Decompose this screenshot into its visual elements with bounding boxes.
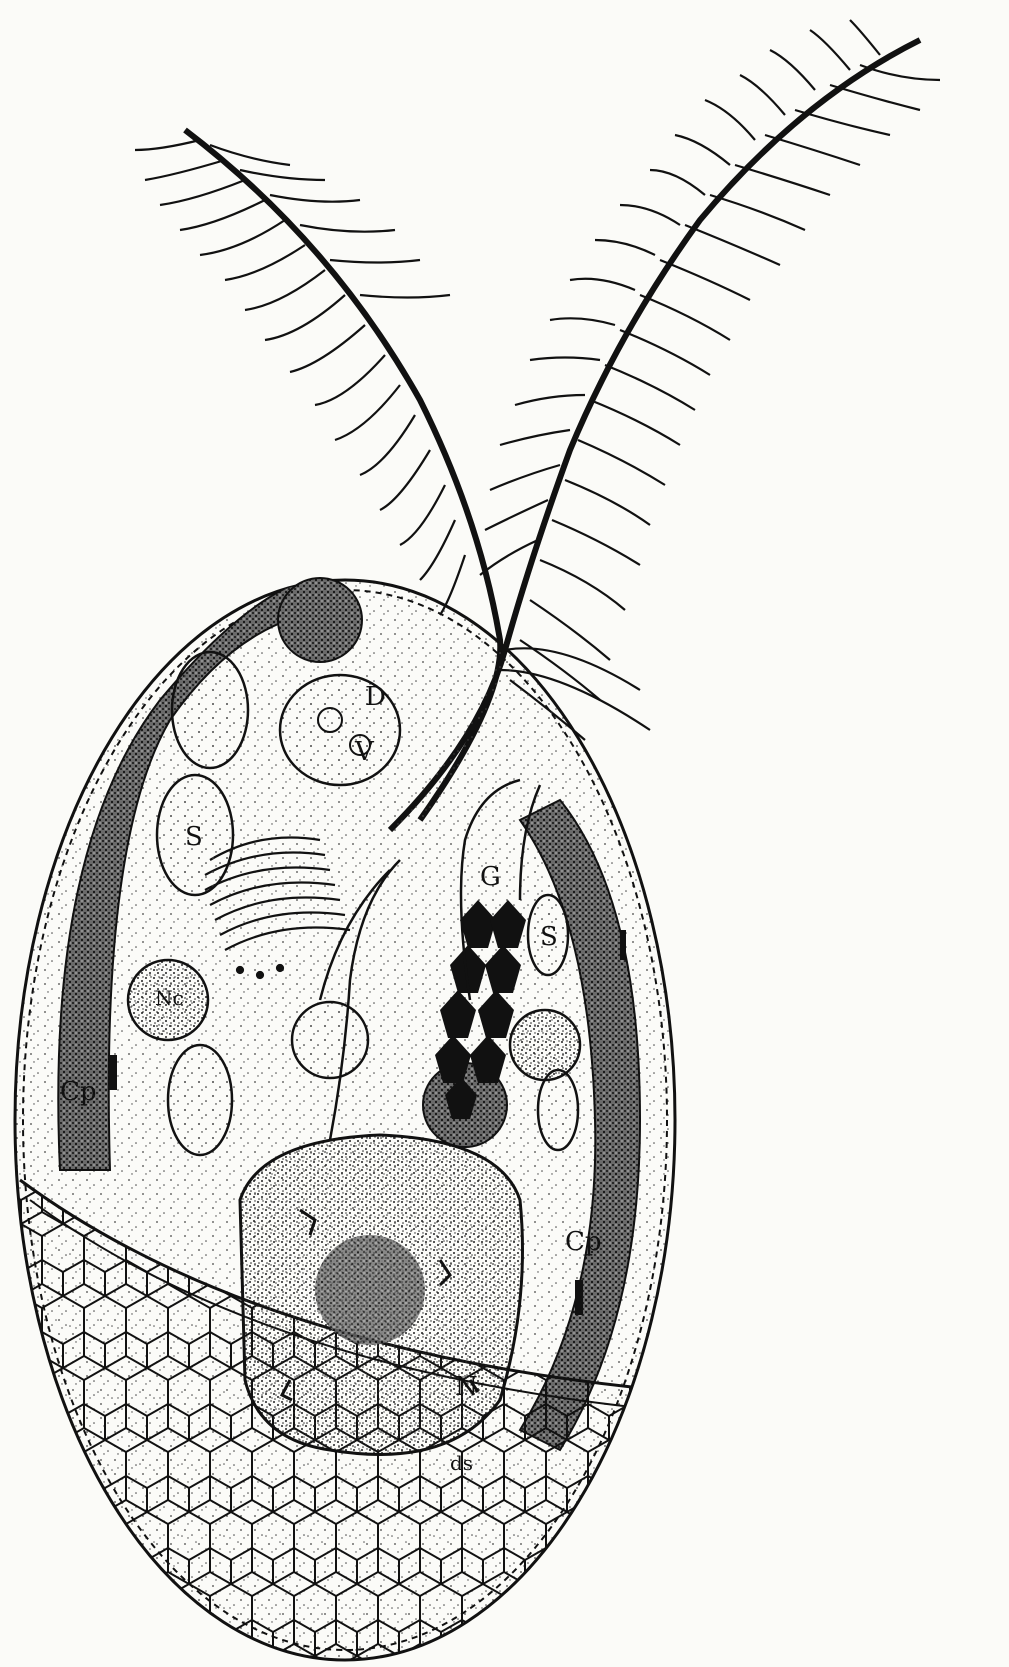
- body-center: [292, 1002, 368, 1078]
- label-S-right: S: [540, 922, 558, 952]
- storage-body-mid: [168, 1045, 232, 1155]
- body-right: [510, 1010, 580, 1080]
- label-G: G: [480, 862, 501, 892]
- storage-body-right-lower: [538, 1070, 578, 1150]
- dark-body-top: [278, 578, 362, 662]
- label-Cp-right: Cp: [565, 1227, 602, 1257]
- nucleus: [240, 1135, 523, 1454]
- label-D: D: [365, 682, 386, 712]
- label-Nc: Nc: [155, 986, 184, 1010]
- label-N: N: [455, 1372, 478, 1402]
- storage-body-upper: [172, 652, 248, 768]
- label-V: V: [354, 737, 375, 767]
- label-S-left: S: [185, 822, 203, 852]
- label-Cp-left: Cp: [60, 1077, 97, 1107]
- label-ds: ds: [450, 1451, 473, 1475]
